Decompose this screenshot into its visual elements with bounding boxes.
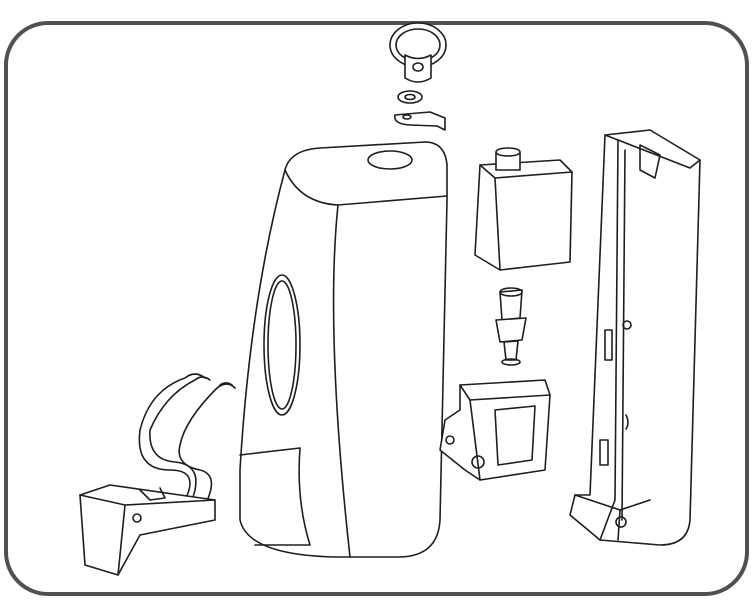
wire-hanger	[138, 373, 236, 506]
pump-bracket	[439, 379, 551, 481]
dispenser-housing	[239, 141, 448, 558]
key-assembly	[389, 22, 447, 131]
pump-nozzle	[495, 287, 527, 366]
back-plate	[569, 129, 701, 546]
drip-tray	[79, 484, 216, 576]
diagram-frame	[4, 21, 749, 596]
pump-cartridge	[474, 147, 573, 271]
